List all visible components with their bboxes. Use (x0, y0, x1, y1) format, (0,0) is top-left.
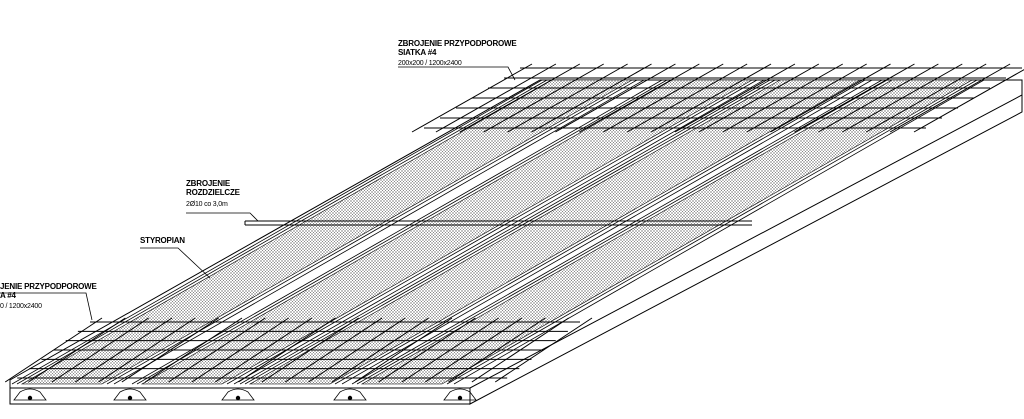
mesh-bar (913, 69, 1024, 133)
mesh-bar (865, 63, 987, 133)
distribution-title: ZBROJENIE (186, 179, 230, 188)
mesh-bar (284, 317, 383, 383)
mesh-bar (722, 63, 844, 133)
mesh-bar (889, 63, 1011, 133)
beam-section (221, 388, 255, 401)
mesh-bar (354, 317, 453, 383)
beam-section (443, 388, 477, 401)
top-mesh-type: SIATKA #4 (398, 48, 437, 57)
mesh-bar (191, 317, 289, 383)
beam-line (334, 79, 866, 385)
mesh-bar (214, 317, 313, 383)
mesh-bar (261, 317, 359, 383)
beam-line (356, 79, 888, 385)
mesh-bar (746, 63, 867, 133)
bottom-mesh-label: JENIE PRZYPODPOROWE A #4 0 / 1200x2400 (0, 282, 97, 311)
rebar-dot (347, 395, 353, 401)
mesh-bar (411, 63, 533, 133)
slab-outline (9, 79, 1023, 405)
top-mesh-size: 200x200 / 1200x2400 (398, 60, 462, 67)
beam-line (351, 79, 883, 385)
distribution-subtitle: ROZDZIELCZE (186, 188, 240, 197)
mesh-bar (626, 63, 748, 133)
mesh-bar (378, 317, 476, 383)
mesh-bar (98, 317, 196, 383)
bottom-support-mesh (4, 317, 593, 383)
beam-line (341, 79, 873, 385)
styrofoam-strip (360, 79, 974, 385)
mesh-bar (842, 63, 963, 133)
beam-line (453, 79, 985, 385)
mesh-bar (448, 317, 546, 383)
beam-line (131, 79, 663, 385)
mesh-bar (579, 63, 700, 133)
mesh-bar (331, 317, 429, 383)
bottom-mesh-title: JENIE PRZYPODPOROWE (0, 282, 97, 291)
mesh-bar (555, 63, 676, 133)
mesh-bar (507, 63, 628, 133)
distribution-bar (244, 220, 752, 226)
beam-line (233, 79, 765, 385)
beam-sections (13, 388, 477, 401)
mesh-bar (424, 317, 523, 383)
beam-line (446, 79, 978, 385)
mesh-bar (4, 317, 103, 383)
beam-section (113, 388, 147, 401)
mesh-bar (770, 63, 891, 133)
beam-section (333, 388, 367, 401)
top-mesh-label: ZBROJENIE PRZYPODPOROWE SIATKA #4 200x20… (398, 39, 517, 68)
mesh-bar (471, 317, 569, 383)
beam-section (13, 388, 47, 401)
mesh-bar (650, 63, 772, 133)
mesh-bar (698, 63, 820, 133)
beam-line (239, 79, 771, 385)
styrofoam-label: STYROPIAN (140, 237, 185, 245)
mesh-bar (794, 63, 915, 133)
mesh-bar (308, 317, 406, 383)
mesh-bar (818, 63, 939, 133)
beam-line (244, 79, 776, 385)
rebar-dot (235, 395, 241, 401)
mesh-bar (459, 63, 581, 133)
bottom-mesh-size: 0 / 1200x2400 (0, 303, 42, 310)
styrofoam-strip (140, 79, 754, 385)
bottom-mesh-type: A #4 (0, 291, 16, 300)
mesh-bar (28, 317, 126, 383)
beam-line (16, 79, 548, 385)
mesh-bar (238, 317, 336, 383)
mesh-bar (435, 63, 557, 133)
rebar-dot (457, 395, 463, 401)
distribution-spec: 2Ø10 co 3,0m (186, 201, 228, 208)
rebar-dot (27, 395, 33, 401)
beam-line (136, 79, 668, 385)
rebar-dot (127, 395, 133, 401)
mesh-bar (674, 63, 796, 133)
styrofoam-strip (20, 79, 634, 385)
distribution-label: ZBROJENIE ROZDZIELCZE 2Ø10 co 3,0m (186, 179, 240, 209)
styrofoam-title: STYROPIAN (140, 236, 185, 245)
top-mesh-title: ZBROJENIE PRZYPODPOROWE (398, 39, 517, 48)
mesh-bar (483, 63, 604, 133)
styrofoam-strip (248, 79, 862, 385)
beam-line (113, 79, 645, 385)
mesh-bar (74, 317, 173, 383)
mesh-bar (401, 317, 499, 383)
beam-line (11, 79, 543, 385)
mesh-bar (168, 317, 266, 383)
mesh-bar (121, 317, 219, 383)
mesh-bar (602, 63, 724, 133)
styrofoam-strips (20, 79, 974, 385)
mesh-bar (144, 317, 243, 383)
mesh-bar (494, 317, 593, 383)
mesh-bar (51, 317, 149, 383)
top-support-mesh (411, 63, 1024, 133)
mesh-bar (531, 63, 652, 133)
beam-lines (11, 79, 985, 385)
leader-lines (0, 66, 516, 321)
beam-line (226, 79, 758, 385)
